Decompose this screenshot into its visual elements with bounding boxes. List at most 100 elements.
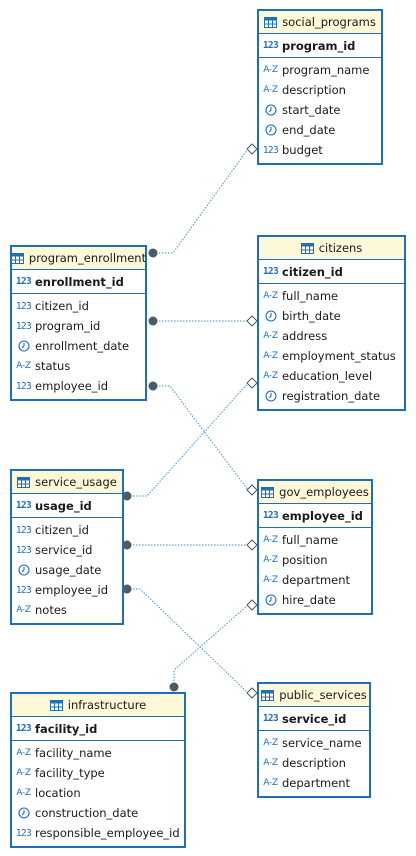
clock-icon (15, 340, 32, 352)
column-row[interactable]: hire_date (259, 590, 371, 610)
column-name: registration_date (282, 389, 381, 403)
clock-icon (262, 104, 279, 116)
column-name: service_id (35, 543, 93, 557)
relationship-many-end-dot (148, 316, 158, 326)
column-row[interactable]: birth_date (259, 306, 404, 326)
column-name: education_level (282, 369, 373, 383)
entity-title: infrastructure (12, 694, 184, 717)
column-row[interactable]: registration_date (259, 386, 404, 406)
string-type-icon: A-Z (263, 575, 278, 585)
column-row[interactable]: A-Z full_name (259, 286, 404, 306)
primary-key-name: program_id (282, 38, 356, 53)
number-type-icon: 123 (262, 144, 279, 156)
column-name: status (35, 359, 71, 373)
relationship-many-end-dot (169, 682, 179, 692)
column-name: program_name (282, 63, 370, 77)
column-row[interactable]: construction_date (12, 803, 184, 823)
column-name: hire_date (282, 593, 336, 607)
relationship-line[interactable] (153, 148, 252, 254)
column-name: description (282, 83, 346, 97)
column-row[interactable]: enrollment_date (12, 336, 145, 356)
clock-icon (15, 807, 32, 819)
clock-icon (262, 594, 279, 606)
relationship-line[interactable] (127, 588, 252, 694)
clock-icon (262, 310, 279, 322)
column-row[interactable]: A-Z notes (12, 600, 122, 620)
string-type-icon: A-Z (16, 605, 31, 615)
column-name: full_name (282, 289, 339, 303)
number-type-icon: 123 (15, 827, 32, 839)
column-name: notes (35, 603, 67, 617)
relationship-one-end-diamond (246, 377, 258, 389)
column-name: budget (282, 143, 323, 157)
entity-title-text: infrastructure (67, 698, 147, 712)
column-row[interactable]: end_date (259, 120, 381, 140)
column-name: position (282, 553, 328, 567)
column-row[interactable]: start_date (259, 100, 381, 120)
entity-title: service_usage (12, 471, 122, 494)
column-name: location (35, 786, 81, 800)
relationship-line[interactable] (153, 385, 252, 491)
column-name: service_name (282, 736, 362, 750)
column-name: facility_type (35, 766, 105, 780)
table-icon (17, 476, 31, 488)
table-icon (264, 16, 278, 28)
string-type-icon: A-Z (263, 291, 278, 301)
relationship-line[interactable] (173, 604, 252, 687)
column-name: description (282, 756, 346, 770)
relationship-line[interactable] (127, 382, 252, 497)
number-type-icon: 123 (262, 713, 279, 724)
relationship-one-end-diamond (246, 687, 258, 699)
column-name: enrollment_date (35, 339, 130, 353)
string-type-icon: A-Z (16, 748, 31, 758)
column-name: department (282, 573, 351, 587)
primary-key-name: service_id (282, 711, 347, 726)
number-type-icon: 123 (15, 300, 32, 312)
relationship-many-end-dot (122, 491, 132, 501)
column-row[interactable]: usage_date (12, 560, 122, 580)
column-row[interactable]: A-Z department (259, 570, 371, 590)
primary-key-name: facility_id (35, 721, 98, 736)
